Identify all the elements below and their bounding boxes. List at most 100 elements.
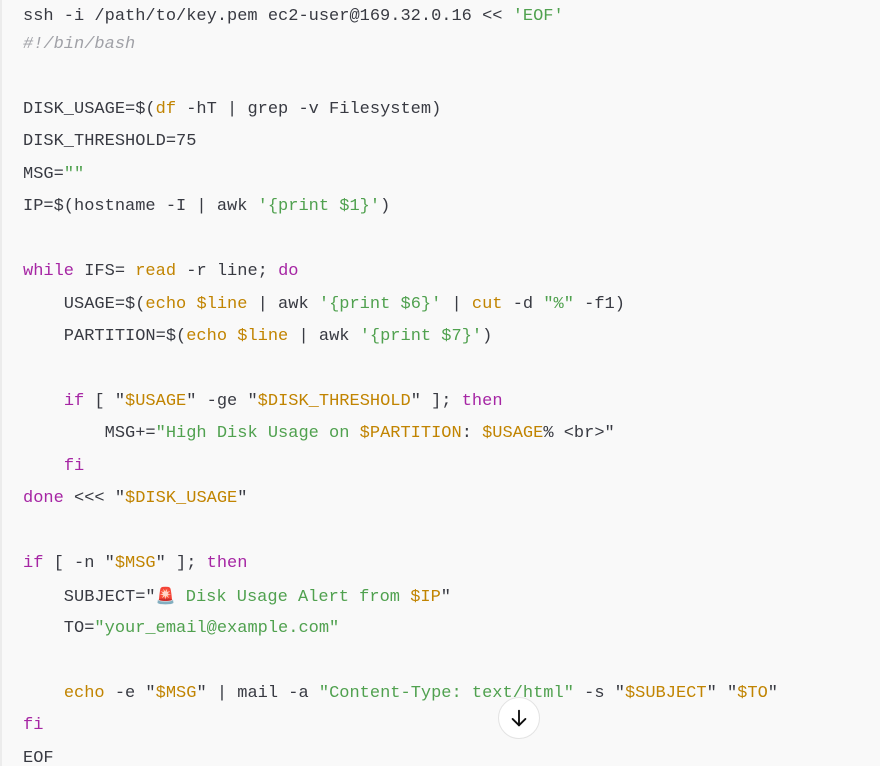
code-line <box>23 519 778 551</box>
builtin-token: df <box>155 99 177 119</box>
keyword-token: then <box>206 554 248 573</box>
string-token: '{print $6}' <box>318 294 442 314</box>
code-line <box>23 356 778 388</box>
plain-token: TO= <box>23 618 95 638</box>
plain-token: SUBJECT=" <box>23 588 156 608</box>
builtin-token: $MSG <box>114 554 156 573</box>
code-line: MSG+="High Disk Usage on $PARTITION: $US… <box>23 421 778 453</box>
string-token: "%" <box>543 294 574 314</box>
code-line: while IFS= read -r line; do <box>23 259 778 291</box>
string-token: "" <box>63 164 85 184</box>
plain-token: MSG= <box>23 164 64 184</box>
code-line: DISK_USAGE=$(df -hT | grep -v Filesystem… <box>23 97 778 129</box>
code-line: DISK_THRESHOLD=75 <box>23 129 778 161</box>
plain-token: -hT | grep -v Filesystem) <box>176 99 442 119</box>
builtin-token: echo <box>63 683 105 703</box>
code-line: echo -e "$MSG" | mail -a "Content-Type: … <box>23 681 778 713</box>
arrow-down-icon <box>511 709 527 727</box>
siren-emoji-icon: 🚨 <box>155 586 176 606</box>
plain-token: USAGE=$( <box>23 294 146 314</box>
plain-token: -r line; <box>176 262 279 282</box>
builtin-token: $line <box>196 294 248 314</box>
plain-token: % <br>" <box>543 424 615 444</box>
plain-token: | awk <box>288 326 360 346</box>
builtin-token: echo <box>186 326 228 346</box>
code-line: SUBJECT="🚨 Disk Usage Alert from $IP" <box>23 583 778 615</box>
code-line: if [ -n "$MSG" ]; then <box>23 551 778 583</box>
builtin-token: $IP <box>410 588 441 608</box>
plain-token <box>23 392 64 411</box>
plain-token: -f1) <box>573 294 625 314</box>
string-token: "High Disk Usage on <box>155 424 360 444</box>
string-token: '{print $7}' <box>359 326 483 346</box>
plain-token <box>23 457 64 476</box>
plain-token: [ -n " <box>43 554 115 573</box>
code-line: TO="your_email@example.com" <box>23 616 778 648</box>
code-line: ssh -i /path/to/key.pem ec2-user@169.32.… <box>23 4 778 32</box>
plain-token <box>23 684 64 703</box>
plain-token: " " <box>706 683 738 703</box>
code-line <box>23 648 778 680</box>
keyword-token: if <box>63 391 85 411</box>
code-line: fi <box>23 454 778 486</box>
plain-token: -e " <box>104 683 156 703</box>
plain-token: | awk <box>247 294 319 314</box>
builtin-token: $DISK_THRESHOLD <box>257 391 411 411</box>
keyword-token: done <box>23 489 64 509</box>
plain-token: " ]; <box>155 554 207 573</box>
plain-token: DISK_USAGE=$( <box>23 99 156 119</box>
plain-token: EOF <box>23 748 54 766</box>
keyword-token: while <box>23 262 75 282</box>
code-line: EOF <box>23 746 778 766</box>
code-line: fi <box>23 713 778 745</box>
plain-token <box>186 295 196 314</box>
string-token: '{print $1}' <box>257 197 381 217</box>
plain-token: [ " <box>84 391 126 411</box>
plain-token: MSG+= <box>23 424 156 444</box>
keyword-token: do <box>278 262 299 282</box>
plain-token: DISK_THRESHOLD=75 <box>23 132 197 152</box>
string-token: 'EOF' <box>512 7 564 26</box>
builtin-token: $USAGE <box>125 391 187 411</box>
string-token: Disk Usage Alert from <box>175 588 411 608</box>
plain-token: IFS= <box>74 262 136 282</box>
plain-token <box>227 327 237 346</box>
plain-token: | <box>441 294 472 314</box>
builtin-token: $line <box>237 326 289 346</box>
plain-token: IP=$(hostname -I | awk <box>23 197 258 217</box>
plain-token: " -ge " <box>186 391 258 411</box>
builtin-token: $PARTITION <box>359 424 462 444</box>
string-token: "your_email@example.com" <box>94 618 340 638</box>
code-content[interactable]: ssh -i /path/to/key.pem ec2-user@169.32.… <box>23 4 778 766</box>
plain-token: -d <box>502 294 544 314</box>
plain-token: ) <box>380 197 391 217</box>
plain-token: <<< " <box>63 489 126 509</box>
builtin-token: read <box>135 262 177 282</box>
builtin-token: $DISK_USAGE <box>125 489 238 509</box>
builtin-token: $USAGE <box>482 424 544 444</box>
keyword-token: fi <box>23 716 44 736</box>
code-line: USAGE=$(echo $line | awk '{print $6}' | … <box>23 292 778 324</box>
scroll-to-bottom-button[interactable] <box>498 697 540 739</box>
code-line <box>23 227 778 259</box>
plain-token: " | mail -a <box>196 683 319 703</box>
string-token: "Content-Type: text/html" <box>318 683 574 703</box>
keyword-token: if <box>23 554 44 573</box>
plain-token: ) <box>482 326 493 346</box>
plain-token: PARTITION=$( <box>23 326 187 346</box>
plain-token: ssh -i /path/to/key.pem ec2-user@169.32.… <box>23 7 513 26</box>
builtin-token: $MSG <box>155 683 197 703</box>
builtin-token: $TO <box>737 683 768 703</box>
plain-token: " <box>440 588 451 608</box>
code-line: #!/bin/bash <box>23 32 778 64</box>
code-line: if [ "$USAGE" -ge "$DISK_THRESHOLD" ]; t… <box>23 389 778 421</box>
plain-token: " ]; <box>410 391 462 411</box>
plain-token: : <box>461 424 483 444</box>
builtin-token: $SUBJECT <box>624 683 707 703</box>
comment-token: #!/bin/bash <box>23 35 136 54</box>
code-line: MSG="" <box>23 162 778 194</box>
plain-token: -s " <box>573 683 625 703</box>
builtin-token: echo <box>145 294 187 314</box>
plain-token: " <box>767 683 778 703</box>
